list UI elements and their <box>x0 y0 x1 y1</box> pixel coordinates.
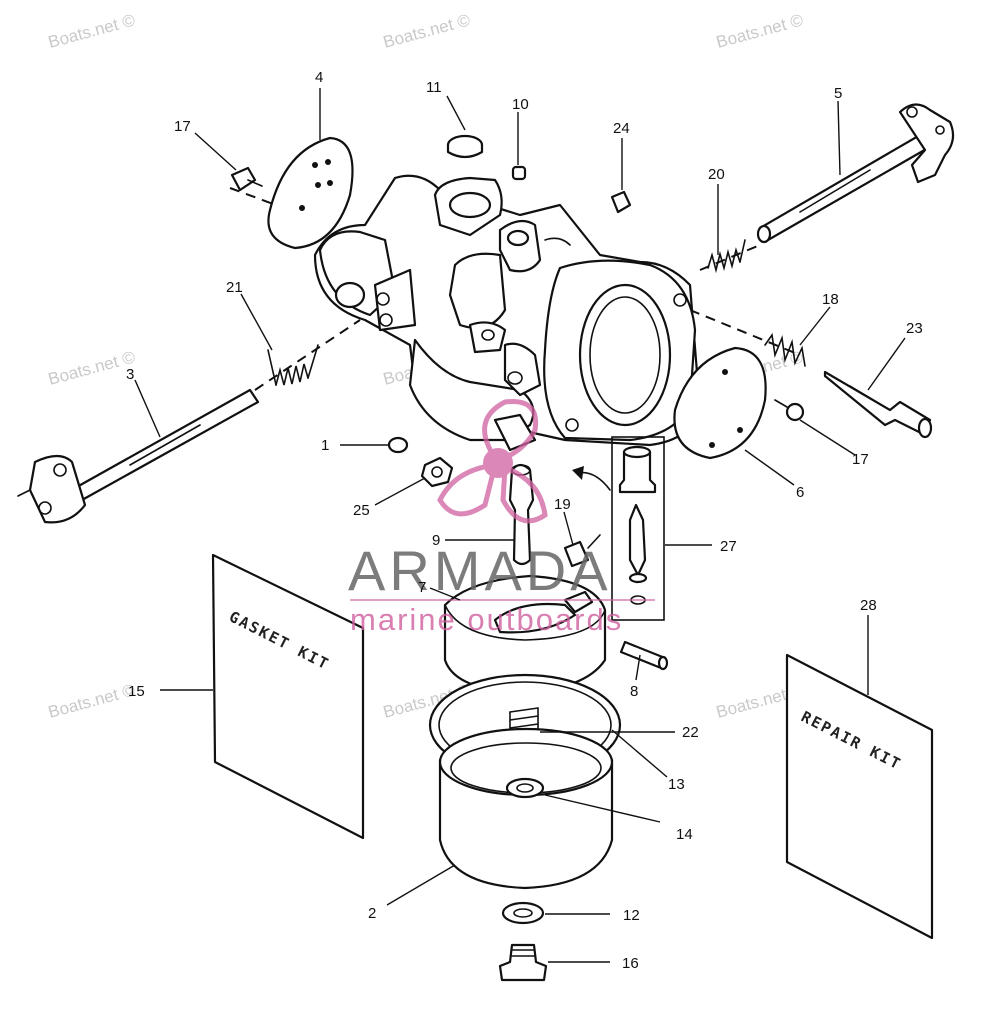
callout-6: 6 <box>796 484 804 501</box>
callout-18: 18 <box>822 291 839 308</box>
brand-name: ARMADA <box>348 539 612 602</box>
callout-7: 7 <box>418 579 426 596</box>
callout-25: 25 <box>353 502 370 519</box>
callout-24: 24 <box>613 120 630 137</box>
part-8-hinge-pin <box>619 640 669 671</box>
watermark: Boats.net © <box>46 347 137 389</box>
callout-14: 14 <box>676 826 693 843</box>
callout-19: 19 <box>554 496 571 513</box>
part-14-seal <box>505 777 545 799</box>
brand-tagline: marine outboards <box>350 602 623 637</box>
part-19-clip <box>563 534 601 568</box>
callout-13: 13 <box>668 776 685 793</box>
callout-20: 20 <box>708 166 725 183</box>
callout-21: 21 <box>226 279 243 296</box>
part-23-needle <box>823 370 933 439</box>
part-12-washer <box>501 901 545 925</box>
callout-28: 28 <box>860 597 877 614</box>
callout-4: 4 <box>315 69 323 86</box>
callout-3: 3 <box>126 366 134 383</box>
part-7-float <box>443 574 607 694</box>
part-3-throttle-shaft <box>17 388 260 524</box>
callout-10: 10 <box>512 96 529 113</box>
callout-9: 9 <box>432 532 440 549</box>
part-6-choke-plate <box>673 346 767 460</box>
part-4-throttle-plate <box>267 136 354 250</box>
part-21-spring <box>267 344 319 386</box>
propeller-logo <box>437 399 548 524</box>
watermark: Boats.net © <box>714 10 805 52</box>
callout-17-right: 17 <box>852 451 869 468</box>
brand-watermark: ARMADA marine outboards <box>348 399 655 637</box>
part-2-float-bowl <box>438 727 614 890</box>
part-17-screw-top <box>230 166 263 192</box>
part-28-repair-kit: REPAIR KIT <box>785 653 934 940</box>
callout-8: 8 <box>630 683 638 700</box>
carburetor-body <box>313 174 702 452</box>
callout-17-top: 17 <box>174 118 191 135</box>
part-25-nut <box>420 456 454 488</box>
leader-lines <box>134 88 906 963</box>
watermark: Boats.net © <box>46 10 137 52</box>
part-27-needle-seat-group <box>572 436 665 621</box>
callout-15: 15 <box>128 683 145 700</box>
part-15-gasket-kit: GASKET KIT <box>211 553 365 840</box>
callout-22: 22 <box>682 724 699 741</box>
part-20-spring <box>707 239 746 274</box>
part-18-spring <box>764 332 806 367</box>
part-1-clip <box>387 436 409 454</box>
callout-27: 27 <box>720 538 737 555</box>
callout-16: 16 <box>622 955 639 972</box>
callout-2: 2 <box>368 905 376 922</box>
part-5-choke-shaft <box>756 103 955 244</box>
part-24-plug <box>610 190 632 214</box>
callout-1: 1 <box>321 437 329 454</box>
callout-5: 5 <box>834 85 842 102</box>
callout-11: 11 <box>426 79 442 96</box>
part-16-drain-plug <box>498 943 548 982</box>
watermark: Boats.net © <box>46 680 137 722</box>
part-10-jet <box>511 165 527 181</box>
part-17-screw-right <box>774 399 805 422</box>
watermark: Boats.net © <box>381 10 472 52</box>
callout-12: 12 <box>623 907 640 924</box>
callouts: 4 11 10 24 17 5 20 21 18 23 3 1 25 17 6 … <box>126 69 923 972</box>
part-11-welch-plug <box>446 134 484 159</box>
callout-23: 23 <box>906 320 923 337</box>
